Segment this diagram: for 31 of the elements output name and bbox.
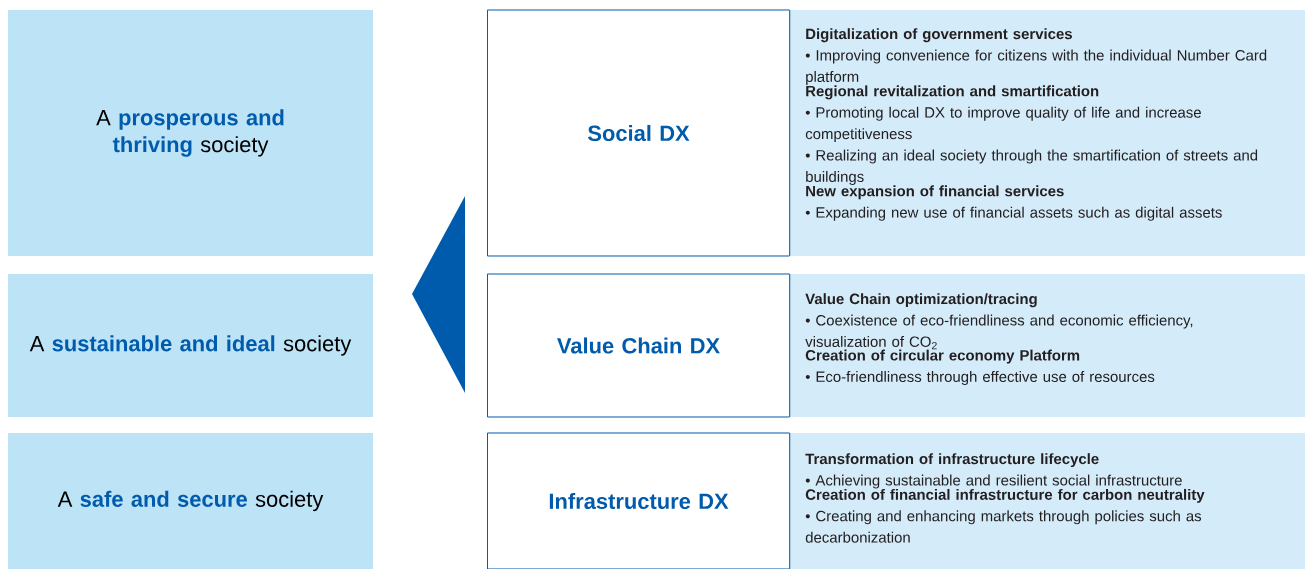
bullet-item: • Expanding new use of financial assets such as digital assets — [805, 206, 1222, 221]
society-label: A prosperous and thriving society — [96, 109, 284, 157]
heading-text: Creation of circular economy Platform — [805, 349, 1080, 364]
bullet-item: • Improving convenience for citizens with the individual Number Card platform — [805, 49, 1267, 85]
heading-text: Value Chain optimization/tracing — [805, 293, 1037, 308]
goal-box — [8, 274, 373, 417]
pointer-triangle — [412, 196, 465, 393]
heading-text: New expansion of financial services — [806, 185, 1064, 200]
bullet-item: • Eco-friendliness through effective use of resources — [805, 371, 1155, 385]
dx-box — [487, 273, 790, 418]
description-panel — [790, 10, 1305, 256]
goal-box — [8, 433, 373, 569]
bullet-item: • Coexistence of eco-friendliness and economic efficiency, visualization of CO$_{2}$ — [805, 314, 1193, 350]
bullet-item: • Creating and enhancing markets through policies such as decarbonization — [805, 510, 1202, 543]
goal-box — [8, 10, 373, 256]
heading-text: Regional revitalization and smartification — [806, 85, 1099, 100]
dx-label: Value Chain DX — [557, 337, 720, 354]
heading-text: Digitalization of government services — [806, 28, 1072, 43]
society-label: A sustainable and ideal society — [29, 335, 352, 356]
bullet-item: • Achieving sustainable and resilient social infrastructure — [805, 474, 1182, 489]
heading-text: Creation of financial infrastructure for carbon neutrality — [805, 488, 1205, 503]
dx-label: Infrastructure DX — [549, 492, 729, 510]
dx-box — [487, 9, 790, 257]
bullet-item: • Realizing an ideal society through the smartification of streets and buildings — [805, 149, 1258, 185]
dx-box — [487, 432, 790, 569]
bullet-item: • Promoting local DX to improve quality of life and increase competitiveness — [805, 106, 1201, 143]
society-label: A safe and secure society — [57, 490, 324, 512]
dx-label: Social DX — [588, 124, 690, 142]
heading-text: Transformation of infrastructure lifecycle — [805, 453, 1099, 468]
description-panel — [790, 433, 1305, 569]
description-panel — [790, 274, 1305, 417]
